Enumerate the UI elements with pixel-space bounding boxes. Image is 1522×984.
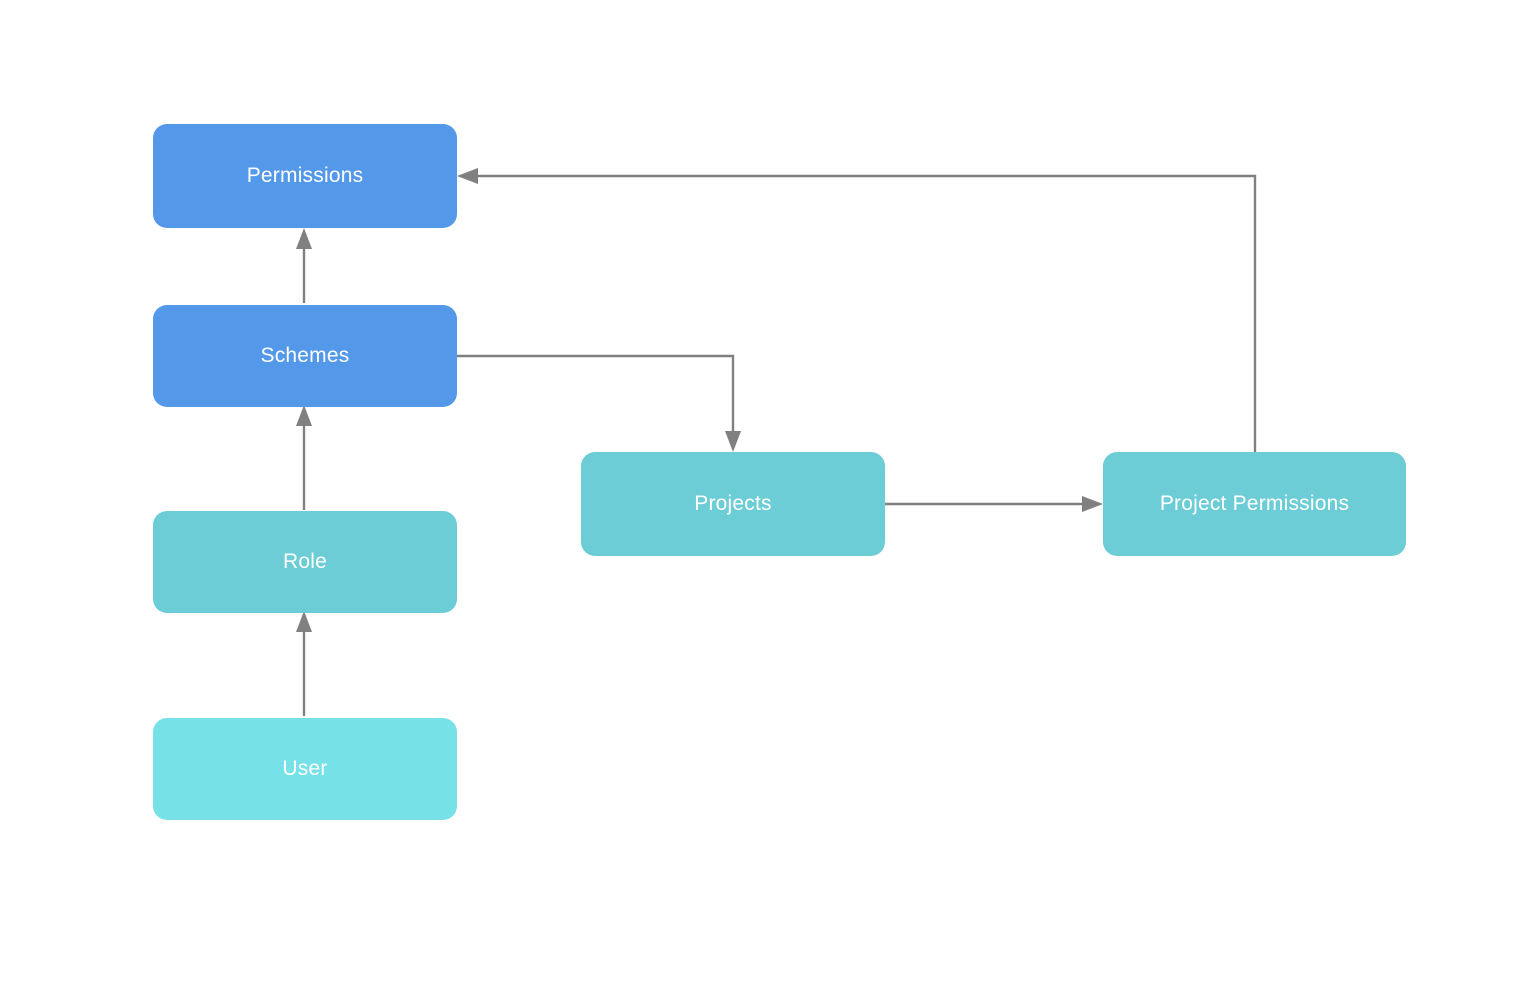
node-permissions-label: Permissions: [246, 164, 364, 188]
edge-user-to-role: [296, 611, 312, 716]
node-schemes[interactable]: Schemes: [153, 305, 457, 407]
arrowhead-right-project-permissions: [1082, 496, 1103, 512]
node-role[interactable]: Role: [153, 511, 457, 613]
node-user[interactable]: User: [153, 718, 457, 820]
arrowhead-up-permissions: [296, 228, 312, 249]
node-user-label: User: [282, 757, 328, 781]
edge-projects-to-project-permissions: [885, 496, 1103, 512]
edge-schemes-to-permissions: [296, 228, 312, 303]
arrowhead-up-role: [296, 611, 312, 632]
node-projects[interactable]: Projects: [581, 452, 885, 556]
arrowhead-left-permissions: [457, 168, 478, 184]
node-permissions[interactable]: Permissions: [153, 124, 457, 228]
node-projects-label: Projects: [694, 492, 772, 516]
arrowhead-down-projects: [725, 431, 741, 452]
edge-schemes-to-projects: [457, 354, 741, 452]
arrowhead-up-schemes: [296, 405, 312, 426]
edge-project-permissions-to-permissions: [457, 168, 1257, 452]
node-project-permissions-label: Project Permissions: [1159, 492, 1350, 516]
edge-role-to-schemes: [296, 405, 312, 510]
node-schemes-label: Schemes: [260, 344, 350, 368]
node-project-permissions[interactable]: Project Permissions: [1103, 452, 1406, 556]
node-role-label: Role: [283, 550, 327, 574]
